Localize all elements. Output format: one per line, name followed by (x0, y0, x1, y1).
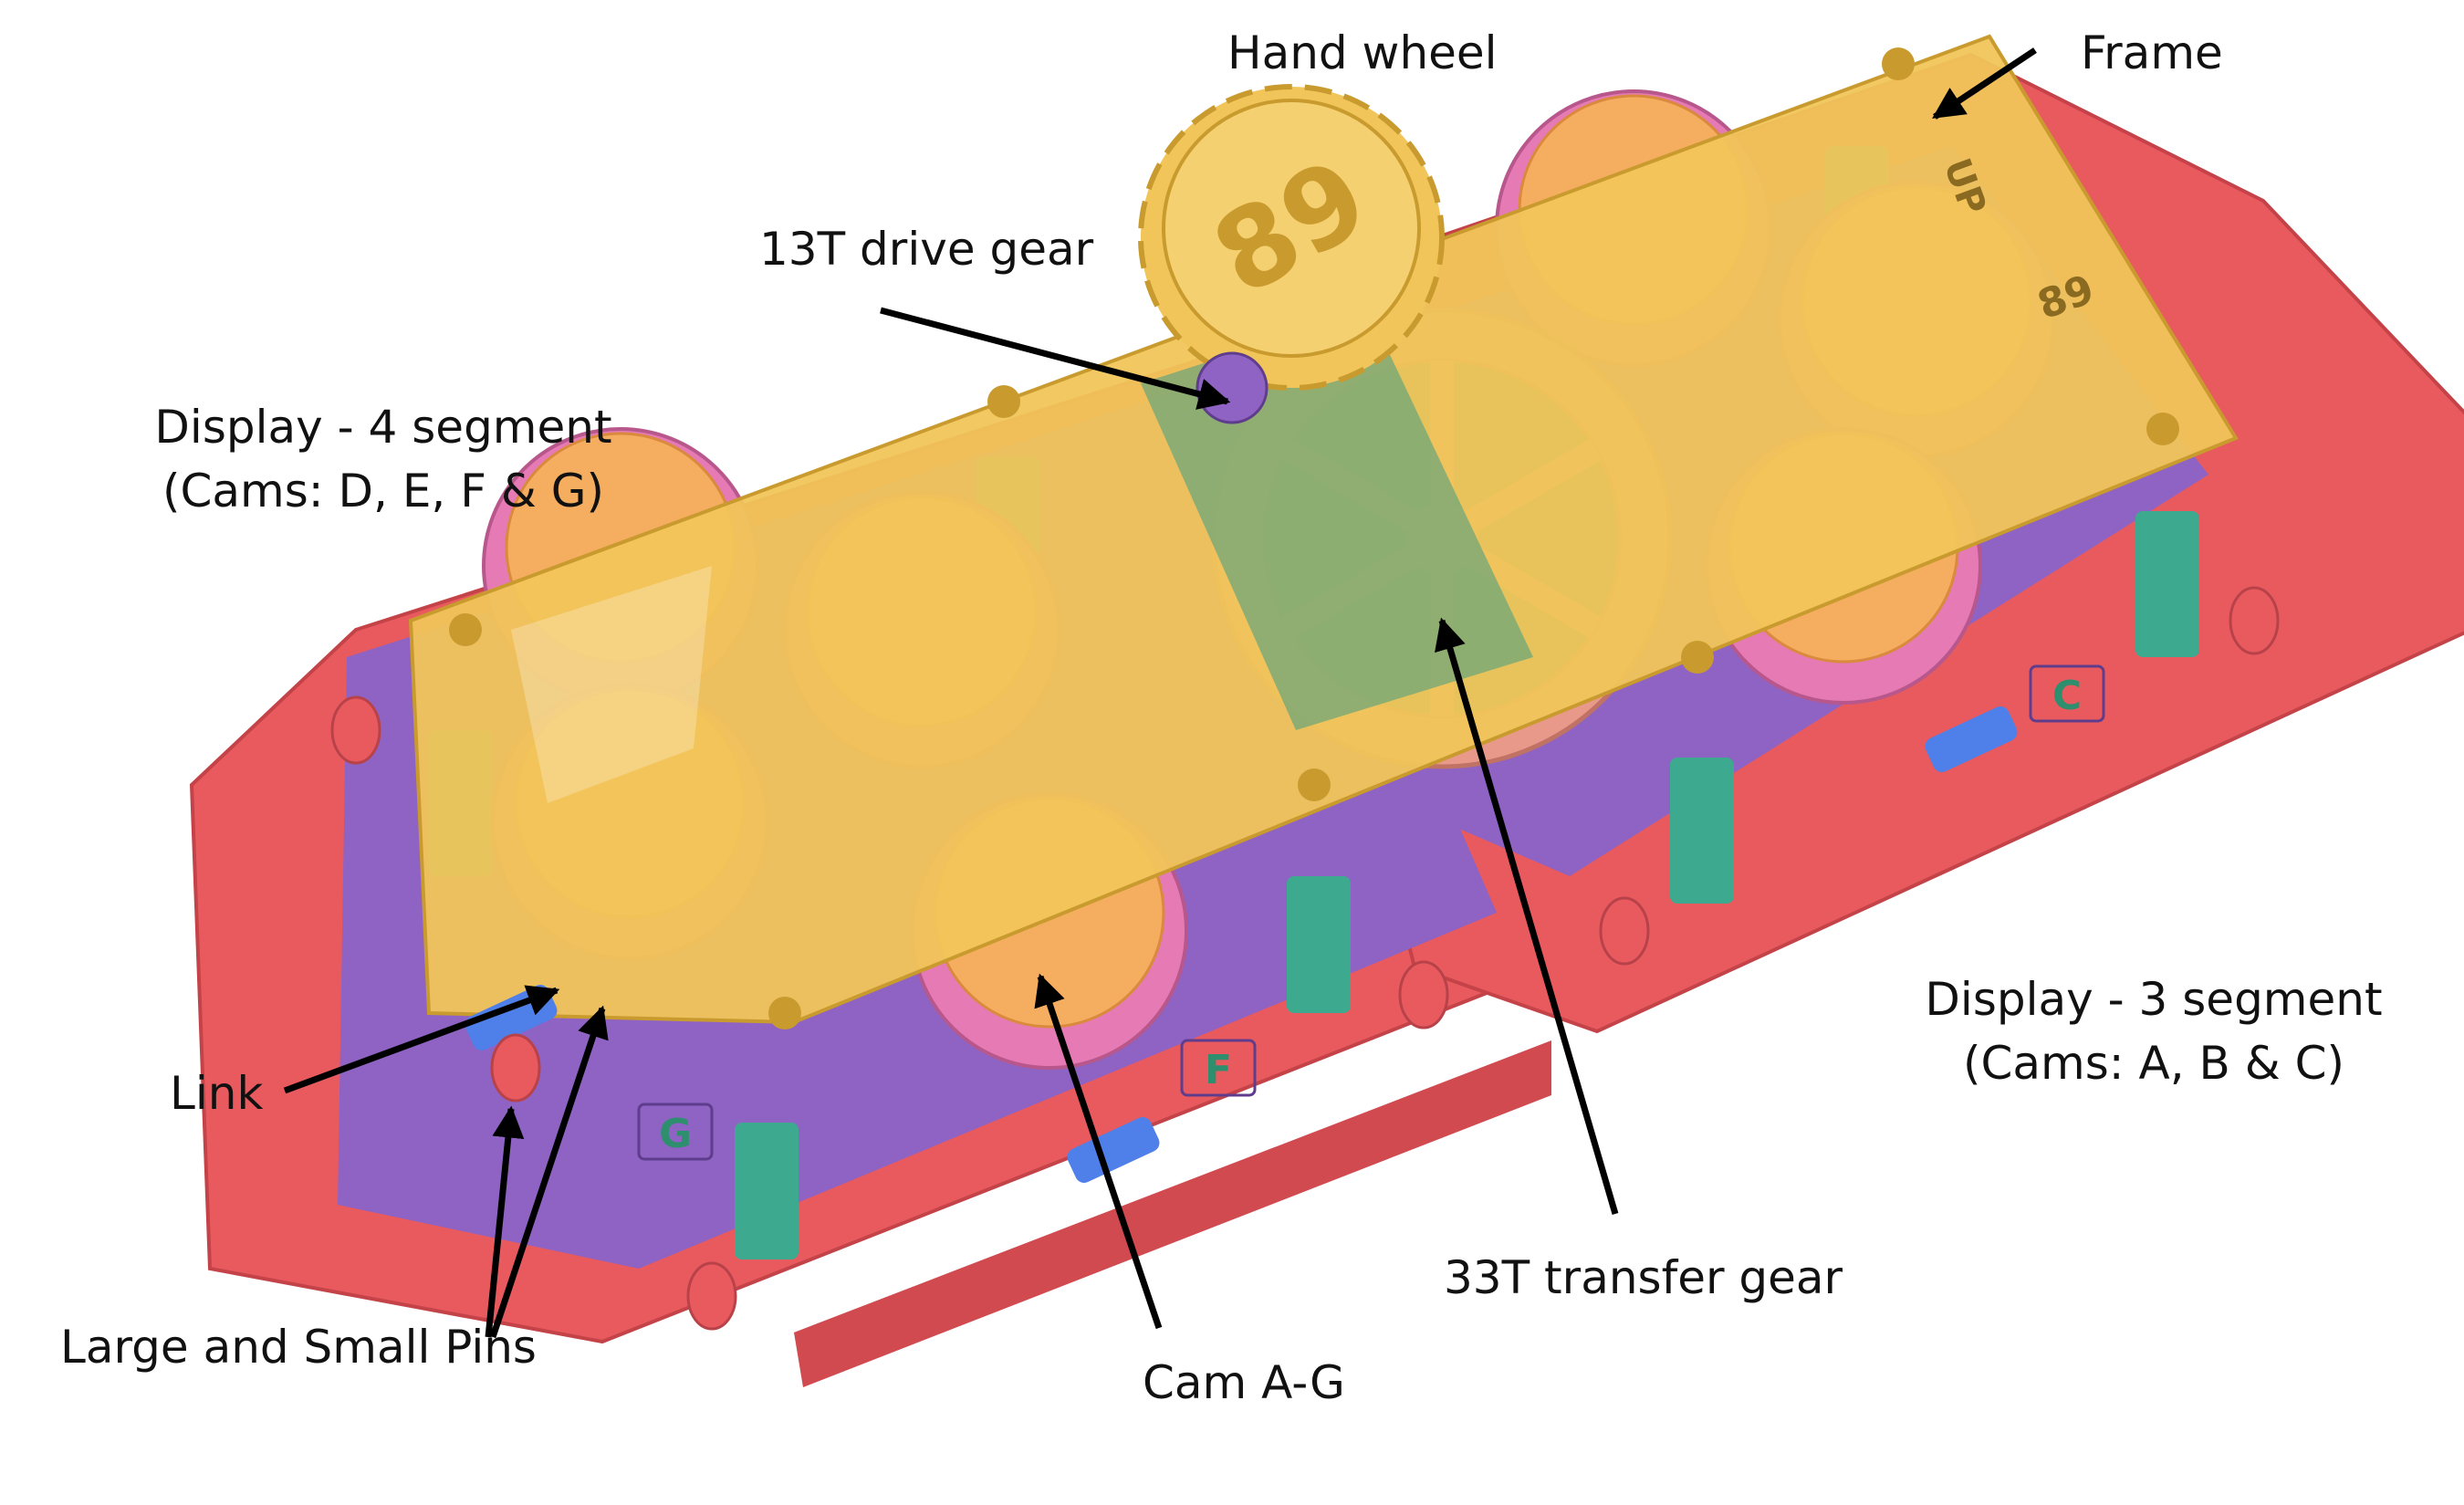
svg-text:C: C (2052, 673, 2082, 719)
label-display4-line1: Display - 4 segment (154, 401, 612, 454)
pins (330, 586, 2280, 1331)
hand-wheel: 89 (1138, 84, 1445, 391)
label-hand-wheel: Hand wheel (1227, 26, 1498, 79)
arrow-frame (1932, 47, 2037, 120)
arrow-cam (1034, 973, 1163, 1330)
label-frame: Frame (2081, 26, 2223, 79)
arrow-pins-2 (489, 1005, 609, 1339)
base-marking-f: F (1180, 1039, 1257, 1097)
label-cam: Cam A-G (1143, 1356, 1345, 1409)
arrow-pins-1 (485, 1105, 525, 1338)
label-transfer-gear: 33T transfer gear (1444, 1251, 1843, 1304)
label-display3-line1: Display - 3 segment (1925, 973, 2383, 1026)
arrow-transfer-gear (1435, 617, 1619, 1215)
svg-text:G: G (659, 1111, 692, 1157)
svg-text:F: F (1205, 1047, 1232, 1093)
leader-arrows (283, 47, 2037, 1339)
label-link: Link (170, 1067, 264, 1120)
arrow-link (283, 985, 560, 1094)
base-marking-c: C (2029, 664, 2105, 723)
label-drive-gear: 13T drive gear (759, 223, 1094, 276)
label-display4-line2: (Cams: D, E, F & G) (162, 465, 604, 517)
label-pins: Large and Small Pins (60, 1321, 537, 1374)
label-display3-line2: (Cams: A, B & C) (1962, 1037, 2345, 1090)
arrow-drive-gear (880, 307, 1231, 410)
drive-gear (1195, 351, 1269, 424)
base-marking-g: G (637, 1103, 714, 1161)
